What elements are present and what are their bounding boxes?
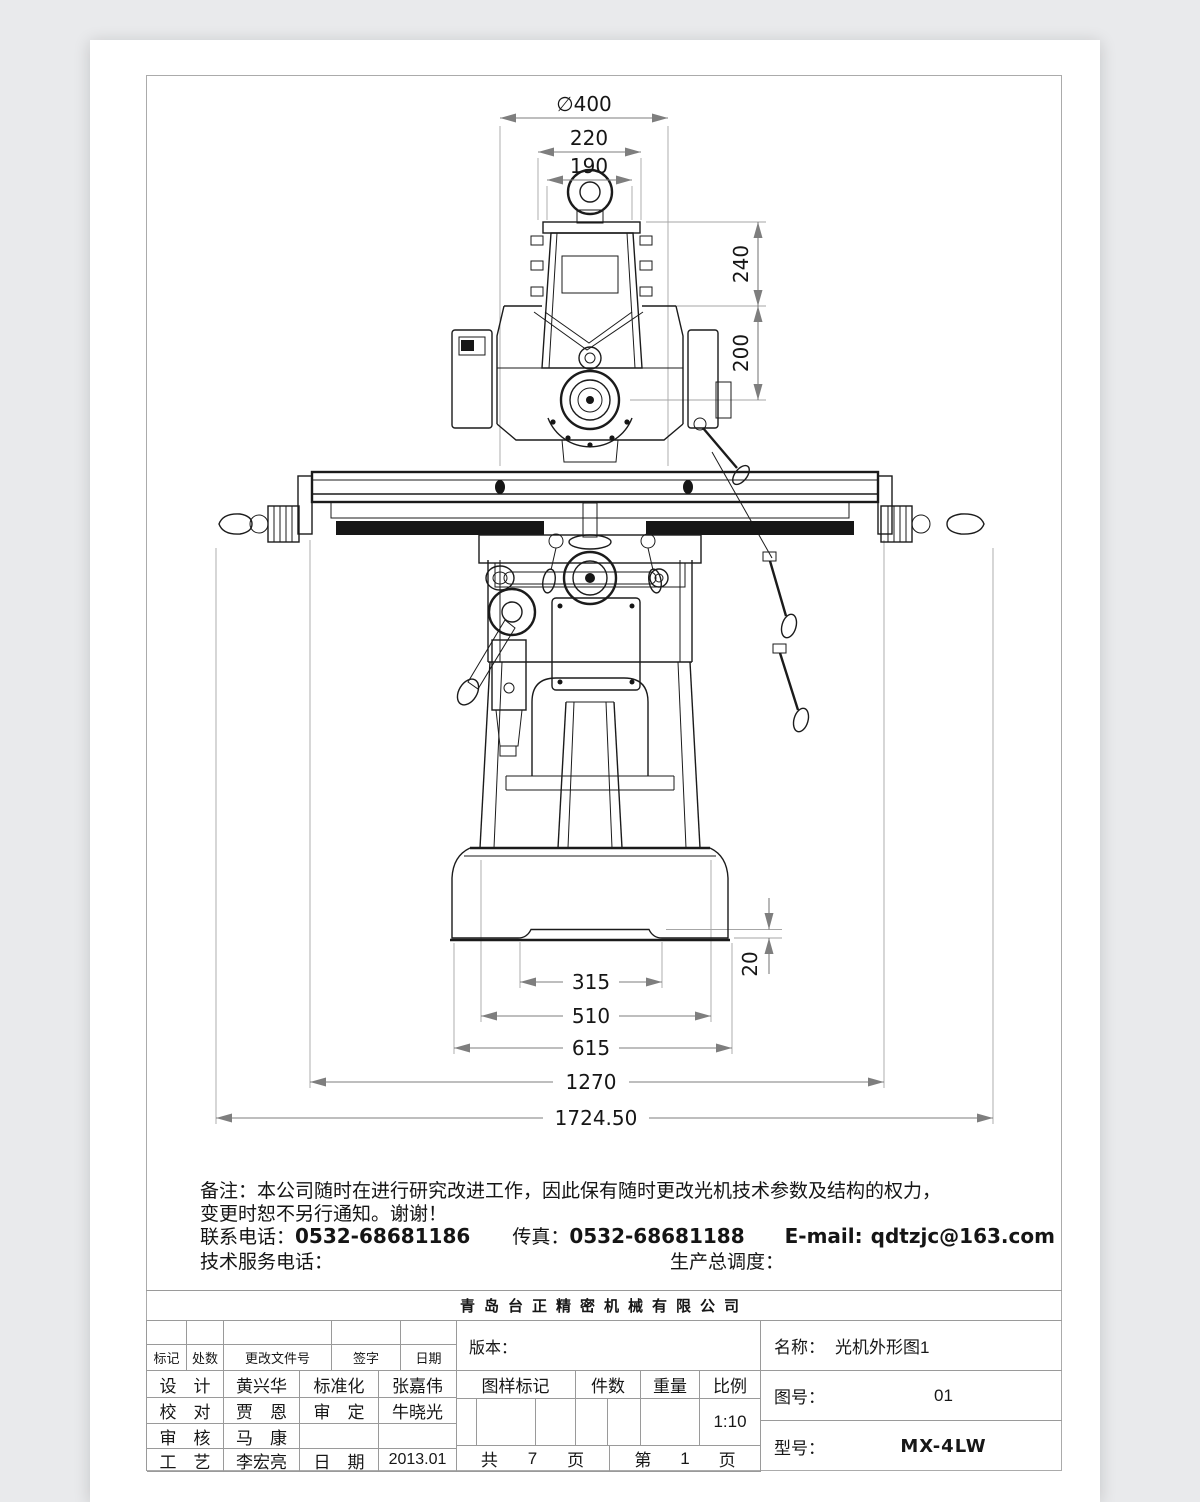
service-label: 技术服务电话： (200, 1252, 334, 1273)
role-audit-empty2 (379, 1424, 457, 1449)
page-number-cell: 第 1 页 (610, 1446, 761, 1472)
pages-total-prefix: 共 (480, 1451, 498, 1470)
drawing-frame (146, 75, 1062, 1471)
qty-sub-cell (608, 1399, 641, 1446)
role-audit-name: 马 康 (224, 1424, 300, 1449)
page-prefix: 第 (634, 1451, 652, 1470)
role-check-label: 校 对 (147, 1398, 224, 1424)
pages-total-cell: 共 7 页 (456, 1446, 610, 1472)
contact-line: 联系电话：0532-68681186 传真：0532-68681188 E-mail… (200, 1222, 1055, 1249)
mark-sub-cell (456, 1399, 477, 1446)
email-value: qdtzjc@163.com (870, 1224, 1055, 1248)
rev-header-docno: 更改文件号 (224, 1345, 332, 1371)
figure-no-label: 图号： (774, 1388, 825, 1407)
rev-header-date: 日期 (401, 1345, 457, 1371)
role-approve-name: 牛晓光 (379, 1398, 457, 1424)
rev-header-sign: 签字 (332, 1345, 401, 1371)
rev-empty-cell (332, 1321, 401, 1345)
role-design-label: 设 计 (147, 1371, 224, 1398)
mark-header: 图样标记 (456, 1371, 576, 1399)
dispatch-label: 生产总调度： (670, 1252, 785, 1273)
qty-header: 件数 (576, 1371, 641, 1399)
figure-no-value: 01 (934, 1385, 953, 1405)
titleblock-right-section: 名称： 光机外形图1 图号： 01 型号： MX-4LW (761, 1320, 1062, 1471)
role-standard-name: 张嘉伟 (379, 1371, 457, 1398)
fax-label: 传真： (512, 1227, 570, 1248)
date-value: 2013.01 (379, 1449, 457, 1472)
rev-empty-cell (147, 1321, 187, 1345)
company-name: 青岛台正精密机械有限公司 (146, 1290, 1062, 1320)
pages-total-suffix: 页 (567, 1451, 585, 1470)
scale-header: 比例 (700, 1371, 761, 1399)
model-cell: 型号： MX-4LW (761, 1421, 1062, 1472)
name-cell: 名称： 光机外形图1 (761, 1321, 1062, 1371)
rev-empty-cell (224, 1321, 332, 1345)
qty-sub-cell (576, 1399, 608, 1446)
scale-value: 1:10 (700, 1399, 761, 1446)
role-audit-empty (300, 1424, 379, 1449)
role-audit-label: 审 核 (147, 1424, 224, 1449)
rev-empty-cell (401, 1321, 457, 1345)
model-value: MX-4LW (900, 1436, 987, 1457)
weight-value-cell (641, 1399, 700, 1446)
rev-header-count: 处数 (187, 1345, 224, 1371)
version-label: 版本： (456, 1321, 761, 1371)
page-number: 1 (680, 1448, 690, 1468)
model-label: 型号： (774, 1439, 825, 1458)
role-design-name: 黄兴华 (224, 1371, 300, 1398)
titleblock-middle-section: 版本： 图样标记 件数 重量 比例 1:10 共 7 页 第 1 页 (456, 1320, 761, 1472)
role-standard-label: 标准化 (300, 1371, 379, 1398)
email-label: E-mail: (784, 1224, 863, 1248)
weight-header: 重量 (641, 1371, 700, 1399)
tel-number: 0532-68681186 (295, 1224, 471, 1248)
role-approve-label: 审 定 (300, 1398, 379, 1424)
tel-label: 联系电话： (200, 1227, 296, 1248)
mark-sub-cell (536, 1399, 576, 1446)
date-label: 日 期 (300, 1449, 379, 1472)
page-suffix: 页 (718, 1451, 736, 1470)
remark-line-1: 备注：本公司随时在进行研究改进工作，因此保有随时更改光机技术参数及结构的权力， (200, 1181, 942, 1202)
role-process-name: 李宏亮 (224, 1449, 300, 1472)
mark-sub-cell (477, 1399, 536, 1446)
titleblock-left-section: 标记 处数 更改文件号 签字 日期 设 计 黄兴华 标准化 张嘉伟 校 对 贾 … (146, 1320, 457, 1472)
service-line: 技术服务电话： 生产总调度： (200, 1247, 1000, 1274)
role-check-name: 贾 恩 (224, 1398, 300, 1424)
fax-number: 0532-68681188 (569, 1224, 745, 1248)
rev-empty-cell (187, 1321, 224, 1345)
name-label: 名称： (774, 1338, 825, 1357)
drawing-name: 光机外形图1 (835, 1338, 930, 1357)
pages-total-count: 7 (527, 1448, 538, 1468)
figure-no-cell: 图号： 01 (761, 1371, 1062, 1421)
role-process-label: 工 艺 (147, 1449, 224, 1472)
rev-header-mark: 标记 (147, 1345, 187, 1371)
remark-line-2: 变更时恕不另行通知。谢谢！ (200, 1204, 448, 1225)
